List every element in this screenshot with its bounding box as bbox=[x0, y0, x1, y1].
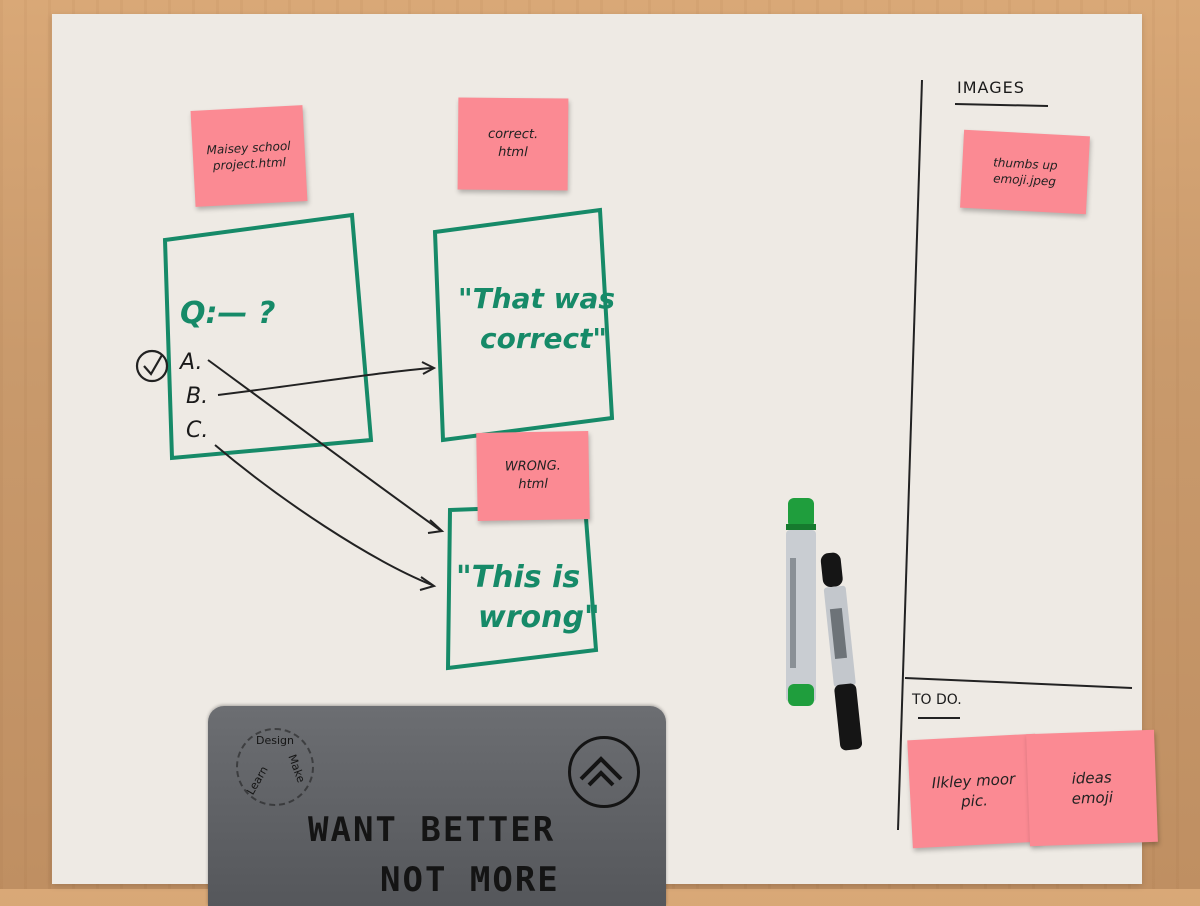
badge-word-design: Design bbox=[256, 734, 294, 747]
wrong-message-line1: "This is bbox=[456, 560, 581, 595]
tick-mark bbox=[143, 354, 163, 376]
correct-message-line2: correct" bbox=[480, 322, 608, 355]
images-heading: IMAGES bbox=[957, 78, 1025, 97]
green-marker bbox=[786, 498, 816, 706]
quiz-option-b: B. bbox=[186, 384, 209, 409]
sticker-line-2: NOT MORE bbox=[380, 860, 560, 900]
arrowhead-correct bbox=[421, 361, 437, 375]
quiz-option-a: A. bbox=[180, 350, 203, 375]
badge-word-make: Make bbox=[285, 752, 308, 785]
sticky-thumbs-up: thumbs up emoji.jpeg bbox=[960, 129, 1090, 215]
sticky-wrong: WRONG. html bbox=[476, 431, 590, 521]
mountain-logo-icon bbox=[568, 736, 640, 808]
arrowhead-wrong-1 bbox=[427, 519, 445, 534]
arrow-a-to-wrong bbox=[207, 359, 441, 531]
sticky-school-project: Maisey school project.html bbox=[190, 105, 308, 207]
quiz-question: Q:— ? bbox=[180, 296, 276, 331]
badge-word-learn: Learn bbox=[244, 763, 271, 798]
correct-card-frame bbox=[432, 207, 615, 443]
arrowhead-wrong-2 bbox=[419, 576, 437, 591]
design-make-learn-badge: Design Make Learn bbox=[236, 728, 314, 806]
images-underline bbox=[954, 103, 1049, 107]
correct-message-line1: "That was bbox=[458, 282, 616, 315]
quiz-card-frame bbox=[162, 212, 374, 461]
todo-heading: TO DO. bbox=[912, 692, 962, 708]
quiz-option-c: C. bbox=[186, 418, 209, 443]
wrong-message-line2: wrong" bbox=[478, 600, 600, 635]
arrow-b-to-correct bbox=[217, 367, 433, 396]
tick-circle bbox=[135, 349, 169, 383]
todo-separator bbox=[904, 677, 1133, 689]
black-marker bbox=[820, 552, 863, 751]
sticky-correct: correct. html bbox=[457, 97, 569, 191]
column-divider bbox=[897, 79, 923, 831]
arrow-c-to-wrong bbox=[214, 444, 433, 586]
sticker-line-1: WANT BETTER bbox=[308, 810, 556, 850]
